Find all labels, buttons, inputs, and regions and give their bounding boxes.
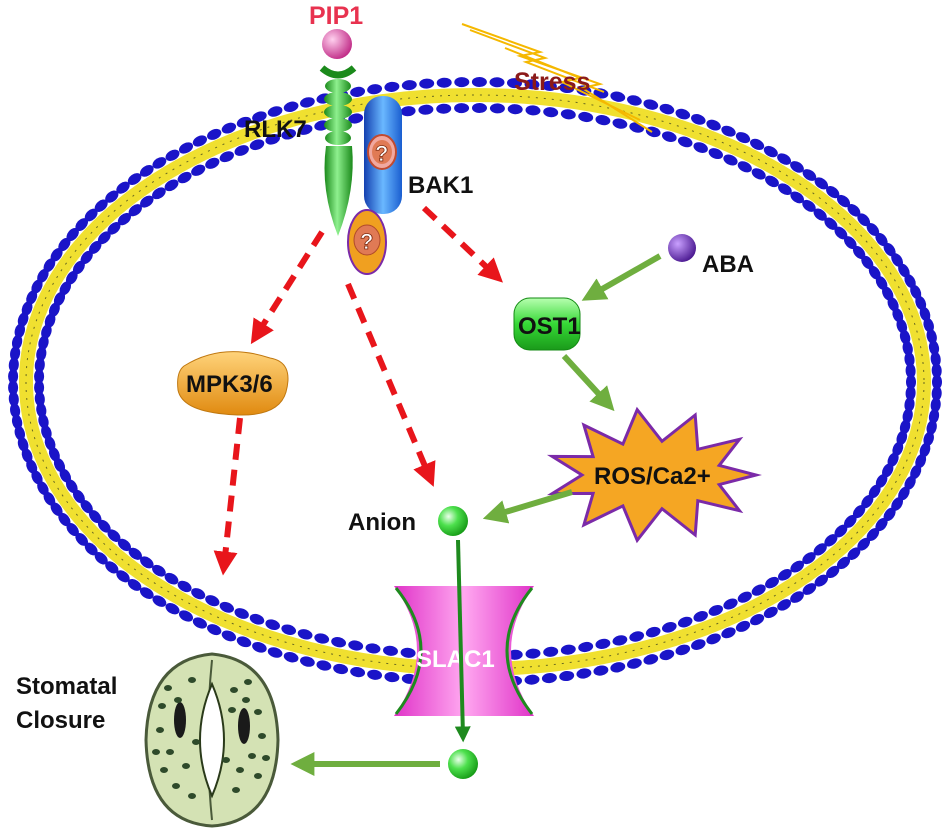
anion-released (448, 749, 478, 779)
arrow-bak1-to-ost1 (421, 205, 503, 283)
stomatal-label-line1: Stomatal (16, 673, 117, 700)
anion-molecule (438, 506, 468, 536)
lightning-bolt-icon (461, 23, 653, 133)
svg-text:ROS/Ca2+: ROS/Ca2+ (594, 463, 711, 490)
pip1-label: PIP1 (309, 2, 363, 30)
svg-text:?: ? (375, 141, 388, 166)
arrow-ost1-to-ros (561, 353, 615, 412)
mpk36-node: MPK3/6 (177, 351, 289, 416)
svg-text:SLAC1: SLAC1 (416, 646, 495, 673)
arrow-rlk7-to-anion (345, 282, 436, 487)
anion-label: Anion (348, 509, 416, 536)
stomatal-label-line2: Closure (16, 707, 105, 734)
stress-label: Stress (514, 68, 590, 96)
aba-molecule (668, 234, 696, 262)
svg-text:MPK3/6: MPK3/6 (186, 371, 273, 398)
stomata-guard-cell-icon (144, 652, 280, 828)
arrow-rlk7-to-mpk (250, 230, 325, 345)
rlk7-receptor (319, 65, 357, 236)
ost1-node: OST1 (513, 297, 581, 351)
red-dashed-arrows (213, 205, 503, 576)
svg-text:?: ? (360, 229, 373, 254)
question-mark-icon: ? (367, 134, 397, 170)
arrow-aba-to-ost1 (581, 253, 662, 301)
arrow-anion-through-slac1 (454, 539, 471, 743)
rlk7-label: RLK7 (244, 116, 307, 143)
bak1-label: BAK1 (408, 172, 473, 199)
peptide-ball-icon (322, 29, 352, 59)
arrow-mpk-to-stomata (213, 417, 243, 576)
aba-label: ABA (702, 251, 754, 278)
question-mark-icon: ? (347, 209, 387, 275)
slac1-channel: SLAC1 (394, 586, 534, 716)
ros-ca-node: ROS/Ca2+ (546, 406, 762, 544)
green-arrows (290, 253, 662, 776)
arrow-ros-to-anion (482, 489, 573, 524)
svg-text:OST1: OST1 (518, 313, 581, 340)
